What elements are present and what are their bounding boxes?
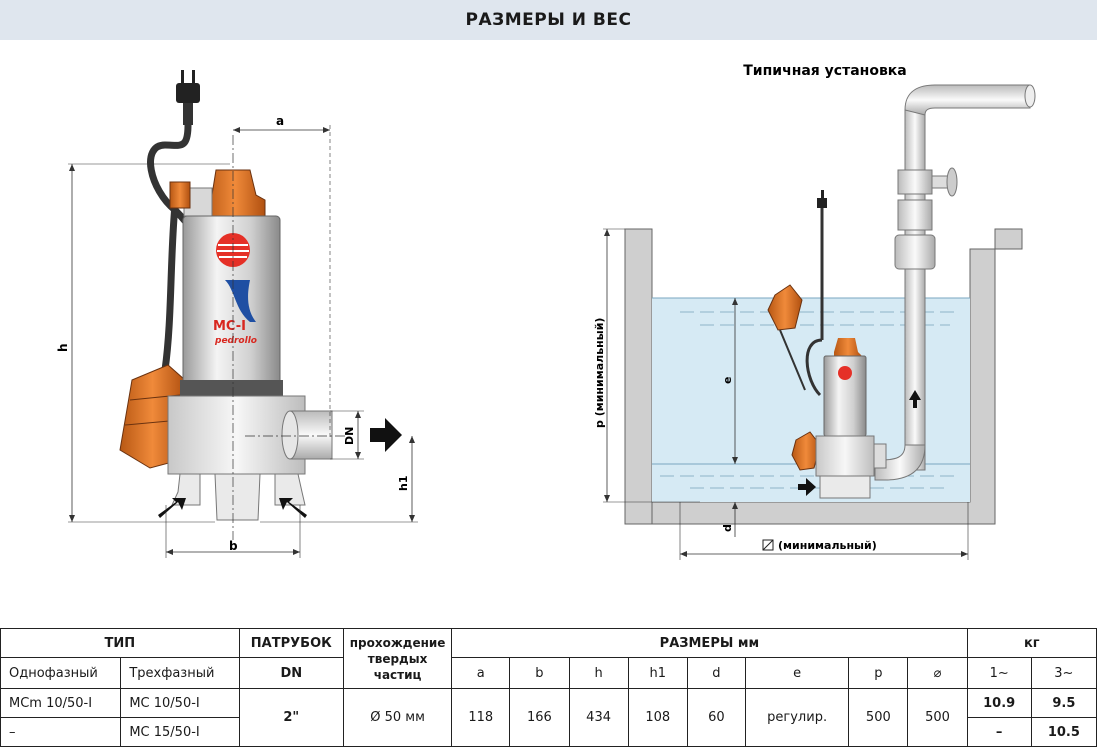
- col-d-header: d: [686, 657, 746, 689]
- e-value: регулир.: [744, 688, 850, 747]
- row1-kg3: 9.5: [1030, 688, 1097, 718]
- col-a-header: a: [451, 657, 511, 689]
- row1-kg1: 10.9: [966, 688, 1032, 718]
- page-title-bar: РАЗМЕРЫ И ВЕС: [0, 0, 1097, 40]
- d-value: 60: [686, 688, 746, 747]
- installation-drawing: Типичная установка: [593, 63, 1036, 560]
- col-h-header: h: [568, 657, 629, 689]
- col-p-header: p: [848, 657, 909, 689]
- single-phase-header: Однофазный: [0, 657, 122, 689]
- page-title: РАЗМЕРЫ И ВЕС: [465, 10, 632, 30]
- w3-header: 3~: [1030, 657, 1097, 689]
- row2-kg1: –: [966, 717, 1032, 747]
- table-row: MCm 10/50-I MC 10/50-I 2" Ø 50 мм 118 16…: [0, 688, 1097, 747]
- dim-h1-label: h1: [397, 476, 410, 492]
- dim-e-label: e: [721, 377, 734, 384]
- row2-three: MC 15/50-I: [120, 717, 240, 747]
- b-value: 166: [509, 688, 570, 747]
- row2-single: –: [0, 717, 122, 747]
- model-mark: MC-I: [213, 319, 246, 334]
- pump-drawing: MC-I pedrollo a h: [56, 70, 418, 558]
- dim-width-label: (минимальный): [778, 539, 877, 552]
- specs-table: ТИП ПАТРУБОК прохождение твердых частиц …: [0, 628, 1097, 747]
- dn-value: 2": [238, 688, 344, 747]
- row2-kg3: 10.5: [1030, 717, 1097, 747]
- dn-header: DN: [238, 657, 344, 689]
- diam-value: 500: [907, 688, 968, 747]
- dim-b-label: b: [229, 539, 238, 553]
- dims-header: РАЗМЕРЫ мм: [451, 628, 968, 658]
- dim-dn-label: DN: [343, 427, 356, 445]
- three-phase-header: Трехфазный: [120, 657, 240, 689]
- col-e-header: e: [744, 657, 850, 689]
- h1-value: 108: [627, 688, 688, 747]
- dim-h-label: h: [56, 343, 70, 352]
- dim-a-label: a: [276, 114, 284, 128]
- h-value: 434: [568, 688, 629, 747]
- col-h1-header: h1: [627, 657, 688, 689]
- solids-value: Ø 50 мм: [342, 688, 453, 747]
- dimension-drawing: MC-I pedrollo a h: [56, 63, 1036, 560]
- row1-three: MC 10/50-I: [120, 688, 240, 718]
- type-header: ТИП: [0, 628, 240, 658]
- weight-header: кг: [966, 628, 1097, 658]
- solids-header: прохождение твердых частиц: [342, 628, 453, 689]
- port-header: ПАТРУБОК: [238, 628, 344, 658]
- col-b-header: b: [509, 657, 570, 689]
- a-value: 118: [451, 688, 511, 747]
- row1-single: MCm 10/50-I: [0, 688, 122, 718]
- dim-d-label: d: [721, 524, 734, 532]
- w1-header: 1~: [966, 657, 1032, 689]
- brand-mark: pedrollo: [214, 336, 257, 346]
- plug-icon: [176, 70, 200, 125]
- col-diam-header: ⌀: [907, 657, 968, 689]
- install-title: Типичная установка: [743, 63, 907, 79]
- diameter-icon: [762, 539, 774, 551]
- p-value: 500: [848, 688, 909, 747]
- dim-p-label: p (минимальный): [593, 318, 606, 428]
